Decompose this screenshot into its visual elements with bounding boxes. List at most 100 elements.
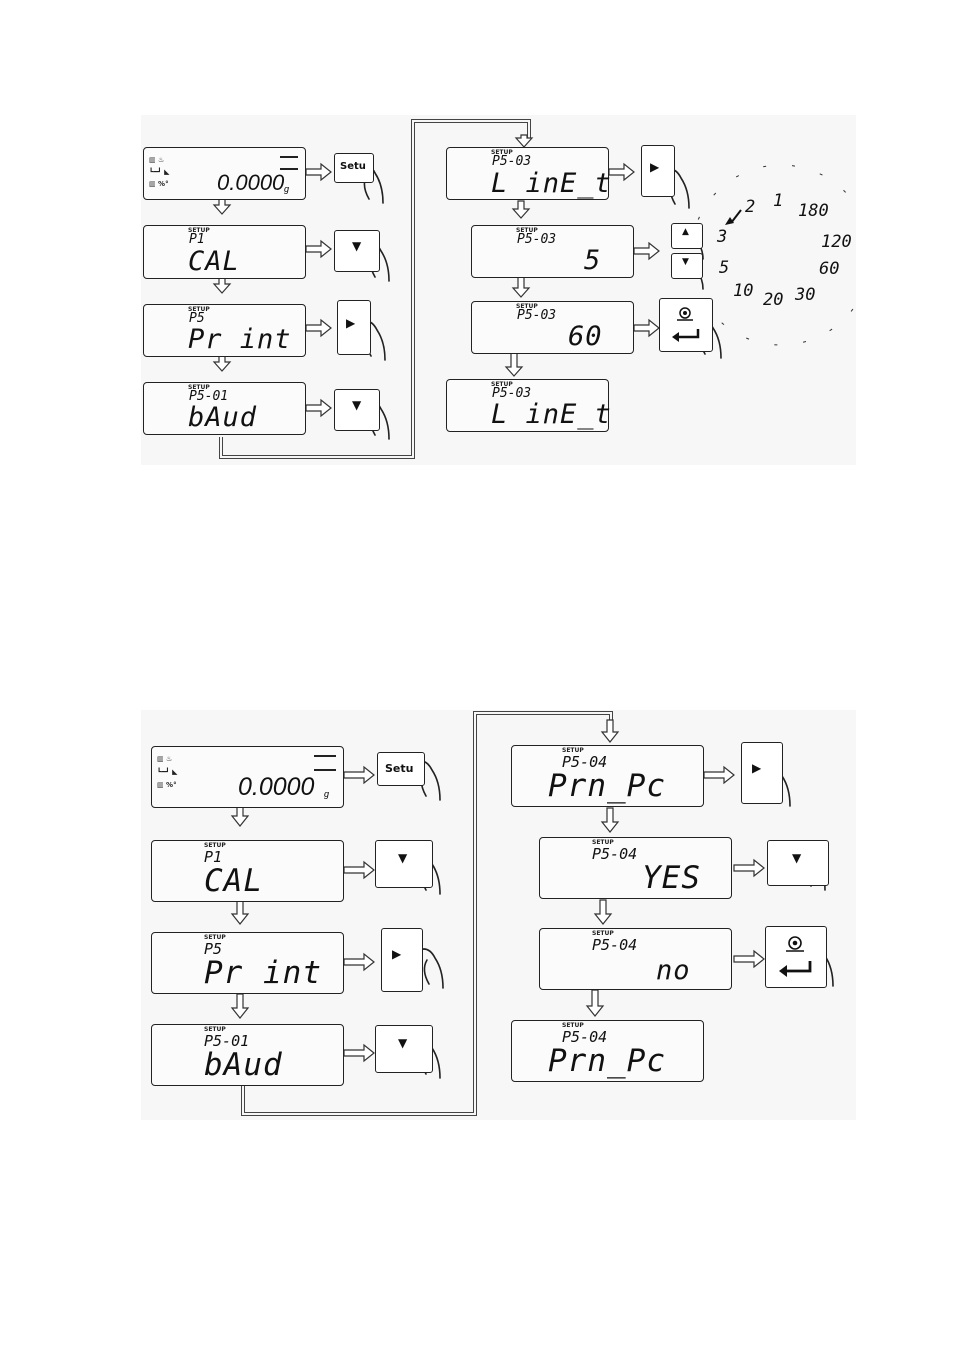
lcd-screen-p5-04-prnpc: SETUP P5-04 Prn_Pc: [511, 745, 704, 807]
menu-value: CAL: [204, 863, 263, 899]
menu-value: no: [656, 955, 691, 986]
lcd-screen-p5-01: SETUP P5-01 bAud: [143, 382, 306, 435]
setup-label: SETUP: [592, 930, 614, 937]
stability-bar: [280, 168, 298, 170]
setup-label: SETUP: [188, 384, 210, 391]
cycle-value: 120: [821, 232, 852, 252]
lcd-screen-p5-04-no: SETUP P5-04 no: [539, 928, 732, 990]
menu-value: Prn_Pc: [548, 768, 666, 804]
up-key[interactable]: ▲: [671, 223, 703, 249]
lcd-screen-p5-03-value-60: SETUP P5-03 60: [471, 301, 634, 354]
down-key[interactable]: ▼: [334, 389, 380, 431]
down-arrow-icon: ▼: [682, 257, 689, 267]
mass-readout: 0.0000: [217, 170, 285, 195]
menu-code: P5-01: [204, 1032, 250, 1050]
menu-code: P5-03: [492, 154, 532, 169]
menu-code: P5: [189, 311, 205, 326]
right-arrow-icon: ▶: [392, 947, 402, 961]
lcd-screen-p5: SETUP P5 Pr int: [143, 304, 306, 357]
setup-key[interactable]: Setu: [377, 752, 425, 786]
lcd-screen-p1: SETUP P1 CAL: [143, 225, 306, 279]
setup-label: SETUP: [491, 149, 513, 156]
setup-label: SETUP: [204, 1026, 226, 1033]
right-key[interactable]: ▶: [337, 300, 371, 355]
status-icons: ▥ ♨┗━┛ ◣▥ %°: [157, 755, 178, 789]
cycle-value: 180: [798, 201, 829, 221]
menu-code: P5-04: [562, 753, 608, 771]
lcd-screen-p5-03-linet: SETUP P5-03 L inE_t: [446, 147, 612, 200]
setup-key[interactable]: Setu: [334, 153, 374, 183]
menu-code: P5-04: [562, 1028, 608, 1046]
menu-value: Pr int: [204, 955, 322, 991]
lcd-screen-p5-03-result: SETUP P5-03 L inE_t: [446, 379, 612, 432]
setup-label: SETUP: [491, 381, 513, 388]
setup-label: SETUP: [204, 934, 226, 941]
menu-value: Pr int: [188, 324, 292, 355]
stability-bar: [314, 769, 336, 771]
setup-key-label: Setu: [340, 161, 366, 172]
down-key[interactable]: ▼: [334, 230, 380, 272]
down-arrow-icon: ▼: [352, 398, 362, 412]
down-key[interactable]: ▼: [375, 1025, 433, 1073]
setup-label: SETUP: [188, 227, 210, 234]
menu-code: P5-03: [517, 308, 557, 323]
menu-value: Prn_Pc: [548, 1043, 666, 1079]
cycle-value: 30: [795, 285, 816, 305]
menu-value: bAud: [188, 402, 258, 433]
cycle-value: 10: [733, 281, 754, 301]
right-arrow-icon: ▶: [752, 761, 762, 775]
down-arrow-icon: ▼: [398, 851, 408, 865]
right-key[interactable]: ▶: [381, 928, 423, 992]
down-key[interactable]: ▼: [671, 253, 703, 279]
setup-label: SETUP: [516, 227, 538, 234]
down-key[interactable]: ▼: [375, 840, 433, 888]
lcd-weighing-screen: ▥ ♨┗━┛ ◣▥ %° 0.0000 g: [143, 147, 306, 200]
cycle-value: 20: [763, 290, 784, 310]
lcd-weighing-screen: ▥ ♨┗━┛ ◣▥ %° 0.0000 g: [151, 746, 344, 808]
menu-value: bAud: [204, 1047, 283, 1083]
up-arrow-icon: ▲: [682, 227, 689, 237]
enter-icon: [779, 936, 812, 977]
cycle-value: 1: [773, 191, 784, 211]
right-arrow-icon: ▶: [650, 160, 660, 174]
menu-code: P5-03: [517, 232, 557, 247]
down-key[interactable]: ▼: [767, 840, 829, 886]
cycle-value: 2: [745, 197, 756, 217]
menu-value: 60: [568, 321, 603, 352]
down-arrow-icon: ▼: [398, 1036, 408, 1050]
menu-value: CAL: [188, 246, 240, 277]
menu-code: P5-01: [189, 389, 229, 404]
lcd-screen-p5-04-result: SETUP P5-04 Prn_Pc: [511, 1020, 704, 1082]
setup-label: SETUP: [204, 842, 226, 849]
cycle-value: 3: [717, 227, 728, 247]
setup-label: SETUP: [562, 747, 584, 754]
menu-value: L inE_t: [491, 399, 612, 430]
cycle-value: 60: [819, 259, 840, 279]
lcd-screen-p1: SETUP P1 CAL: [151, 840, 344, 902]
unit-label: g: [324, 789, 330, 799]
stability-bar: [280, 156, 298, 158]
stability-bar: [314, 755, 336, 757]
lcd-screen-p5: SETUP P5 Pr int: [151, 932, 344, 994]
setup-label: SETUP: [516, 303, 538, 310]
diagram-print-interval: ▥ ♨┗━┛ ◣▥ %° 0.0000 g SETUP P1 CAL SETUP…: [141, 115, 856, 465]
menu-code: P5-03: [492, 386, 532, 401]
menu-code: P1: [204, 848, 223, 866]
menu-value: L inE_t: [491, 168, 612, 199]
enter-key[interactable]: [765, 926, 827, 988]
setup-label: SETUP: [188, 306, 210, 313]
menu-code: P1: [189, 232, 205, 247]
diagram-print-to-pc: ▥ ♨┗━┛ ◣▥ %° 0.0000 g SETUP P1 CAL SETUP…: [141, 710, 856, 1120]
enter-key[interactable]: [659, 298, 713, 352]
right-key[interactable]: ▶: [741, 742, 783, 804]
down-arrow-icon: ▼: [352, 239, 362, 253]
status-icons: ▥ ♨┗━┛ ◣▥ %°: [149, 156, 170, 188]
right-arrow-icon: ▶: [346, 316, 356, 330]
mass-readout: 0.0000: [238, 773, 315, 801]
lcd-screen-p5-04-yes: SETUP P5-04 YES: [539, 837, 732, 899]
menu-code: P5: [204, 940, 223, 958]
unit-label: g: [284, 184, 290, 194]
menu-code: P5-04: [592, 845, 638, 863]
menu-code: P5-04: [592, 936, 638, 954]
right-key[interactable]: ▶: [641, 145, 675, 197]
